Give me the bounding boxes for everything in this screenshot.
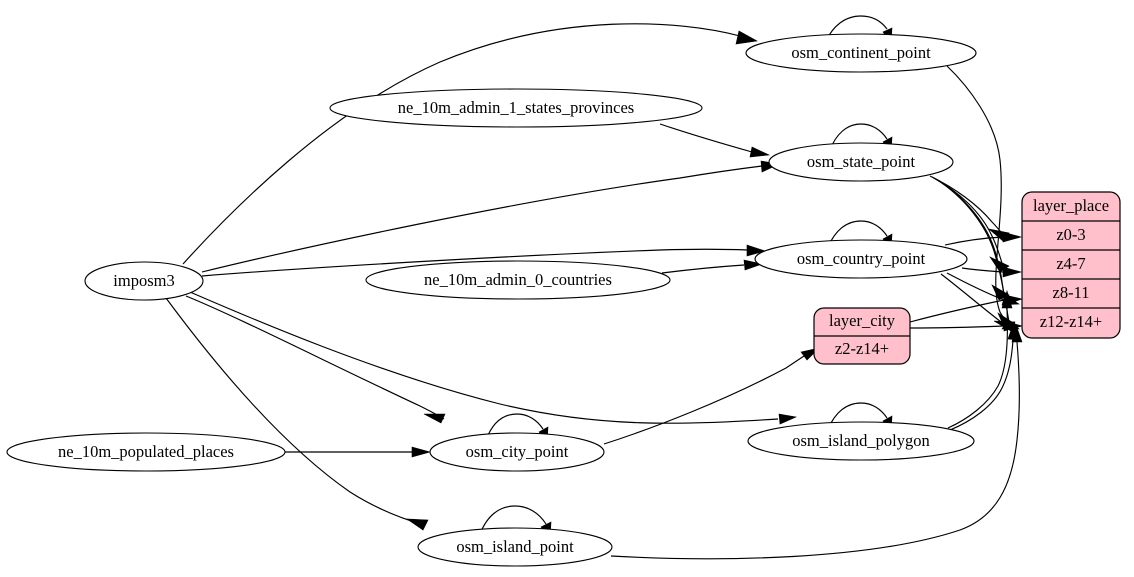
record-row-layer-place-z4-7[interactable]: z4-7 (1056, 254, 1085, 273)
edge-osm_island_point-to-layer_place-z12 (610, 323, 1023, 560)
edge-ne_10m_populated_places-to-osm_city_point (285, 446, 432, 458)
edge-imposm3-to-osm_island_polygon (189, 291, 798, 425)
edge-osm_island_polygon-to-layer_place-z12 (949, 320, 1019, 431)
node-ne_10m_admin_0_countries[interactable]: ne_10m_admin_0_countries (365, 260, 671, 300)
node-label-imposm3: imposm3 (113, 271, 174, 290)
node-osm_island_point[interactable]: osm_island_point (417, 527, 613, 567)
edge-ne_10m_admin_0_countries-to-osm_country_point (661, 259, 764, 274)
record-row-layer-city-z2-z14plus[interactable]: z2-z14+ (835, 339, 889, 358)
node-label-ne_10m_admin_0_countries: ne_10m_admin_0_countries (424, 270, 612, 289)
node-osm_island_polygon[interactable]: osm_island_polygon (747, 421, 975, 461)
node-imposm3[interactable]: imposm3 (84, 261, 204, 301)
node-label-osm_continent_point: osm_continent_point (791, 43, 931, 62)
record-row-layer-city-title: layer_city (829, 311, 896, 330)
node-label-osm_city_point: osm_city_point (466, 442, 569, 461)
edge-imposm3-to-osm_city_point (185, 295, 446, 424)
edge-osm_island_polygon-to-layer_place-z8 (947, 289, 1013, 429)
node-label-ne_10m_admin_1_states_provinces: ne_10m_admin_1_states_provinces (398, 98, 634, 117)
node-label-osm_country_point: osm_country_point (797, 249, 926, 268)
edge-osm_country_point-to-layer_place-z0 (944, 231, 1023, 246)
node-label-osm_state_point: osm_state_point (807, 152, 916, 171)
record-node-layer-place[interactable]: layer_place z0-3 z4-7 z8-11 z12-z14+ (1021, 191, 1121, 339)
node-layer: imposm3 ne_10m_admin_1_states_provinces … (6, 33, 977, 567)
record-row-layer-place-title: layer_place (1033, 196, 1109, 215)
edge-imposm3-to-osm_island_point (165, 297, 429, 531)
node-osm_country_point[interactable]: osm_country_point (754, 239, 968, 279)
edge-osm_continent_point-to-layer_place-z12 (946, 65, 1016, 332)
node-osm_continent_point[interactable]: osm_continent_point (745, 33, 977, 73)
node-osm_city_point[interactable]: osm_city_point (429, 432, 605, 472)
edge-layer_city-to-layer_place-z12 (909, 320, 1024, 332)
record-node-layer-city[interactable]: layer_city z2-z14+ (813, 307, 911, 365)
node-ne_10m_admin_1_states_provinces[interactable]: ne_10m_admin_1_states_provinces (329, 88, 703, 128)
record-row-layer-place-z0-3[interactable]: z0-3 (1056, 225, 1085, 244)
node-label-osm_island_point: osm_island_point (456, 537, 574, 556)
node-label-ne_10m_populated_places: ne_10m_populated_places (58, 442, 234, 461)
node-label-osm_island_polygon: osm_island_polygon (792, 431, 930, 450)
node-ne_10m_populated_places[interactable]: ne_10m_populated_places (6, 432, 286, 472)
edge-imposm3-to-osm_continent_point (182, 23, 758, 265)
edge-imposm3-to-osm_country_point (201, 244, 767, 277)
node-osm_state_point[interactable]: osm_state_point (768, 142, 954, 182)
edge-imposm3-to-osm_state_point (201, 160, 780, 273)
record-row-layer-place-z12-z14plus[interactable]: z12-z14+ (1040, 312, 1102, 331)
record-row-layer-place-z8-11[interactable]: z8-11 (1053, 283, 1090, 302)
edge-osm_country_point-to-layer_place-z4 (961, 266, 1023, 278)
record-node-layer: layer_place z0-3 z4-7 z8-11 z12-z14+ lay… (813, 191, 1121, 365)
edge-ne_10m_admin_1_states_provinces-to-osm_state_point (659, 123, 771, 158)
